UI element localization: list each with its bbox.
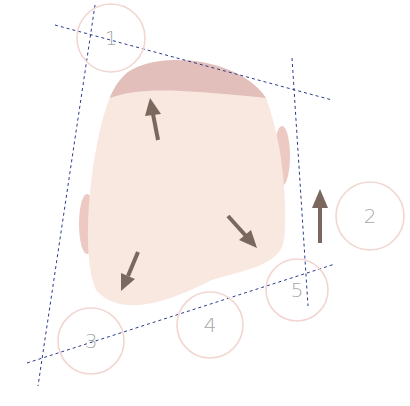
arrowhead [121,273,135,291]
callout-number: 4 [204,315,217,335]
callout-number: 3 [85,331,98,351]
callout-circle: 4 [176,291,244,359]
circle-border [77,4,145,72]
arrowhead [239,230,257,248]
direction-arrow [128,252,138,276]
circle-border [336,182,404,250]
circle-border [266,259,328,321]
reference-line [55,25,332,100]
callout-circle: 2 [335,181,405,251]
callout-number: 1 [105,28,118,48]
direction-arrow [228,216,246,236]
callout-circle: 1 [76,3,146,73]
callout-number: 5 [291,280,304,300]
arrowhead [312,189,328,208]
callout-circle: 5 [265,258,329,322]
direction-arrow [318,206,322,243]
face [60,30,320,330]
direction-arrow [153,114,158,140]
circle-border [177,292,243,358]
callout-circle: 3 [57,307,125,375]
reference-line [292,58,308,306]
callout-number: 2 [364,206,377,226]
arrowhead [145,98,161,116]
circle-border [58,308,124,374]
